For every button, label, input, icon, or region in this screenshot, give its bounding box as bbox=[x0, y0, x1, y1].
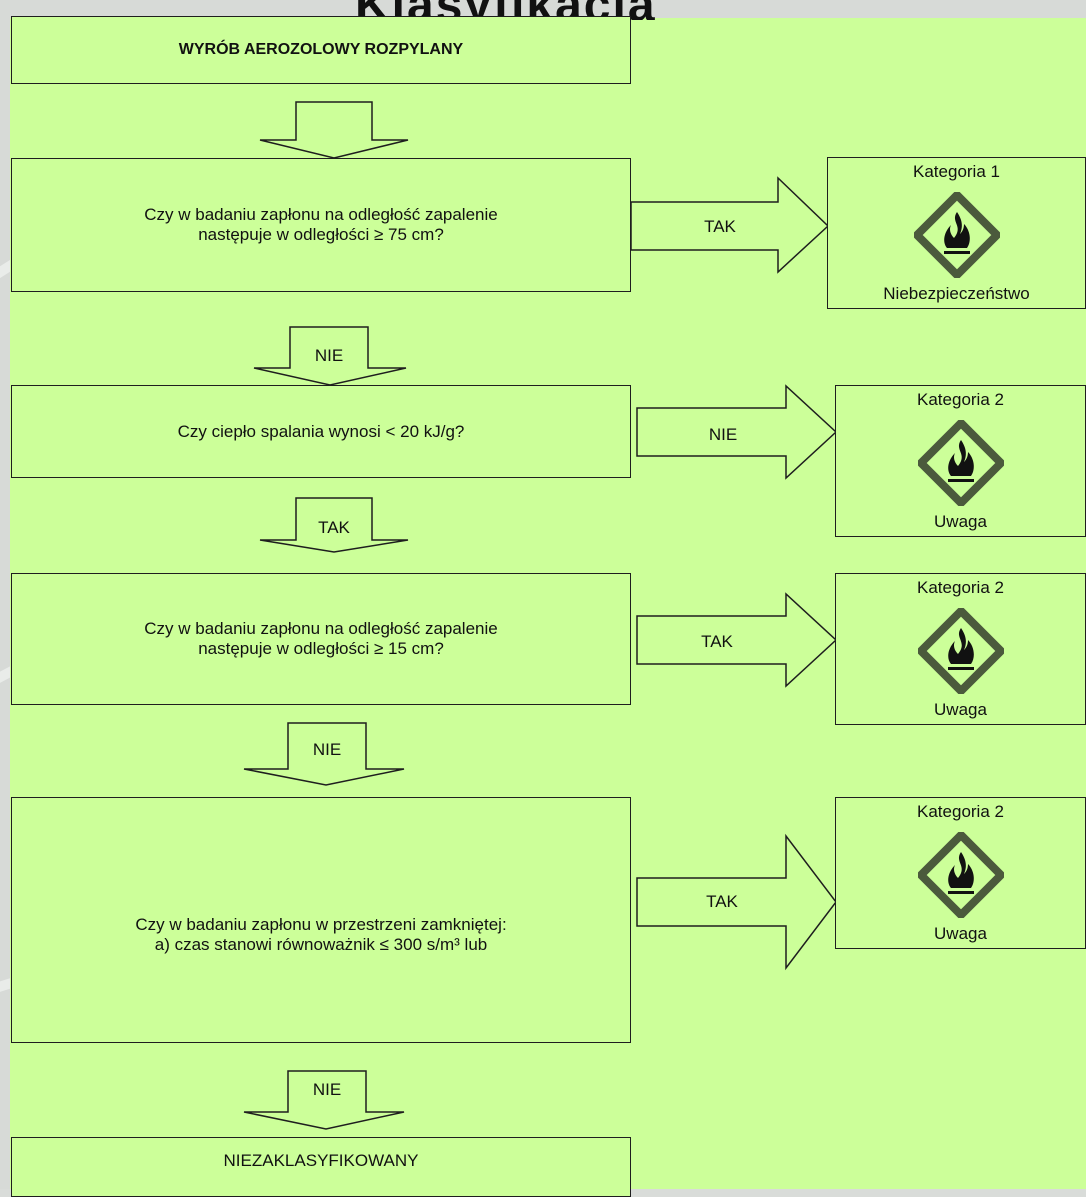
down-arrow-2 bbox=[259, 497, 409, 553]
category-box-2: Kategoria 2 Uwaga bbox=[835, 385, 1086, 537]
category-title: Kategoria 2 bbox=[917, 578, 1004, 597]
flame-pictogram-icon bbox=[917, 608, 1004, 694]
end-box: NIEZAKLASYFIKOWANY bbox=[11, 1137, 631, 1197]
down-arrow-label-1: NIE bbox=[314, 346, 344, 365]
side-arrow-1 bbox=[636, 384, 838, 480]
side-arrow-label-0: TAK bbox=[704, 217, 736, 236]
category-box-3: Kategoria 2 Uwaga bbox=[835, 573, 1086, 725]
category-signal-word: Uwaga bbox=[934, 924, 987, 943]
flame-pictogram-icon bbox=[917, 420, 1004, 506]
category-title: Kategoria 2 bbox=[917, 802, 1004, 821]
question-box-3: Czy w badaniu zapłonu na odległość zapal… bbox=[11, 573, 631, 705]
down-arrow-3 bbox=[243, 722, 405, 786]
category-title: Kategoria 1 bbox=[913, 162, 1000, 181]
category-signal-word: Uwaga bbox=[934, 700, 987, 719]
down-arrow-1 bbox=[253, 326, 407, 386]
side-arrow-label-1: NIE bbox=[708, 425, 738, 444]
side-arrow-3 bbox=[636, 833, 837, 971]
question-box-1: Czy w badaniu zapłonu na odległość zapal… bbox=[11, 158, 631, 292]
down-arrow-4 bbox=[243, 1070, 405, 1130]
side-arrow-0 bbox=[630, 176, 830, 274]
category-box-1: Kategoria 1 Niebezpieczeństwo bbox=[827, 157, 1086, 309]
category-title: Kategoria 2 bbox=[917, 390, 1004, 409]
question-box-4: Czy w badaniu zapłonu w przestrzeni zamk… bbox=[11, 797, 631, 1043]
down-arrow-label-3: NIE bbox=[312, 740, 342, 759]
down-arrow-label-2: TAK bbox=[318, 518, 350, 537]
question-box-2: Czy ciepło spalania wynosi < 20 kJ/g? bbox=[11, 385, 631, 478]
start-box: WYRÓB AEROZOLOWY ROZPYLANY bbox=[11, 16, 631, 84]
side-arrow-label-3: TAK bbox=[706, 892, 738, 911]
category-box-4: Kategoria 2 Uwaga bbox=[835, 797, 1086, 949]
flame-pictogram-icon bbox=[913, 192, 1000, 278]
page-title: Klasyfikacja bbox=[355, 0, 775, 20]
side-arrow-label-2: TAK bbox=[701, 632, 733, 651]
side-arrow-2 bbox=[636, 592, 838, 688]
down-arrow-label-4: NIE bbox=[312, 1080, 342, 1099]
flame-pictogram-icon bbox=[917, 832, 1004, 918]
down-arrow-0 bbox=[259, 101, 409, 159]
category-signal-word: Niebezpieczeństwo bbox=[883, 284, 1030, 303]
category-signal-word: Uwaga bbox=[934, 512, 987, 531]
